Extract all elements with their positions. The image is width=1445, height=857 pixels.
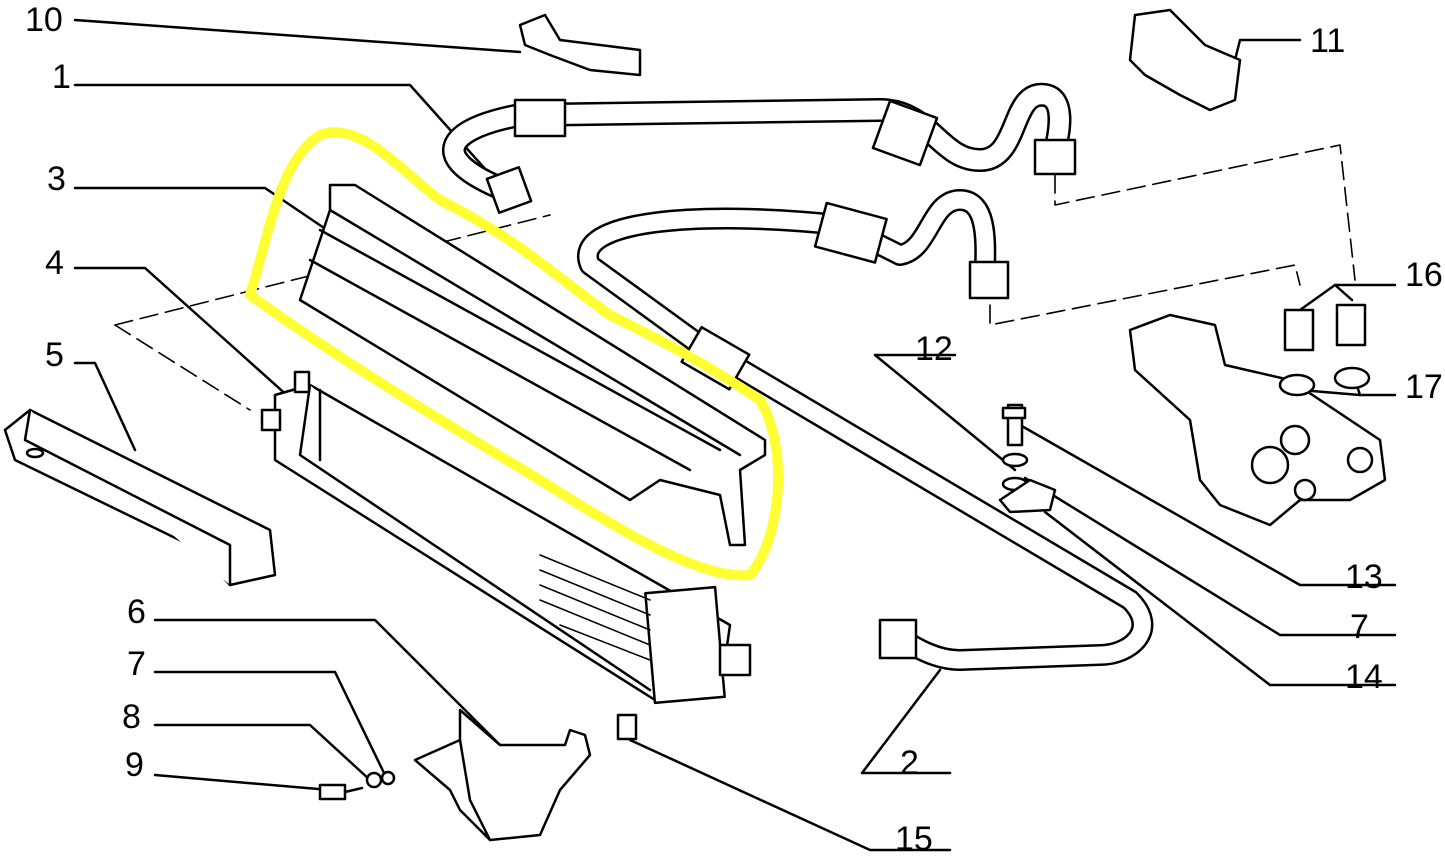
callout-12[interactable]: 12 xyxy=(915,330,953,368)
hose-2 xyxy=(577,189,1154,671)
callout-10[interactable]: 10 xyxy=(25,1,63,39)
callout-7-right[interactable]: 7 xyxy=(1350,608,1369,646)
leader-lines xyxy=(73,18,1397,852)
callout-1[interactable]: 1 xyxy=(52,58,71,96)
callout-4[interactable]: 4 xyxy=(45,244,64,282)
callout-16[interactable]: 16 xyxy=(1405,256,1443,294)
callout-8[interactable]: 8 xyxy=(122,698,141,736)
callout-3[interactable]: 3 xyxy=(47,160,66,198)
callout-5[interactable]: 5 xyxy=(45,336,64,374)
hose-1 xyxy=(442,82,1077,214)
callout-7-left[interactable]: 7 xyxy=(127,645,146,683)
callout-6[interactable]: 6 xyxy=(127,593,146,631)
callout-13[interactable]: 13 xyxy=(1345,558,1383,596)
callout-14[interactable]: 14 xyxy=(1345,658,1383,696)
callout-9[interactable]: 9 xyxy=(125,746,144,784)
bracket-5 xyxy=(3,408,277,587)
callout-2[interactable]: 2 xyxy=(900,744,919,782)
callout-17[interactable]: 17 xyxy=(1405,368,1443,406)
small-parts xyxy=(318,8,1242,801)
bracket-6 xyxy=(413,708,592,842)
highlight-outline xyxy=(245,127,784,581)
callout-11[interactable]: 11 xyxy=(1310,22,1346,60)
callout-15[interactable]: 15 xyxy=(895,820,933,857)
valve-block xyxy=(1128,303,1387,527)
deflector-3 xyxy=(298,183,767,547)
oil-cooler-4 xyxy=(260,370,752,705)
